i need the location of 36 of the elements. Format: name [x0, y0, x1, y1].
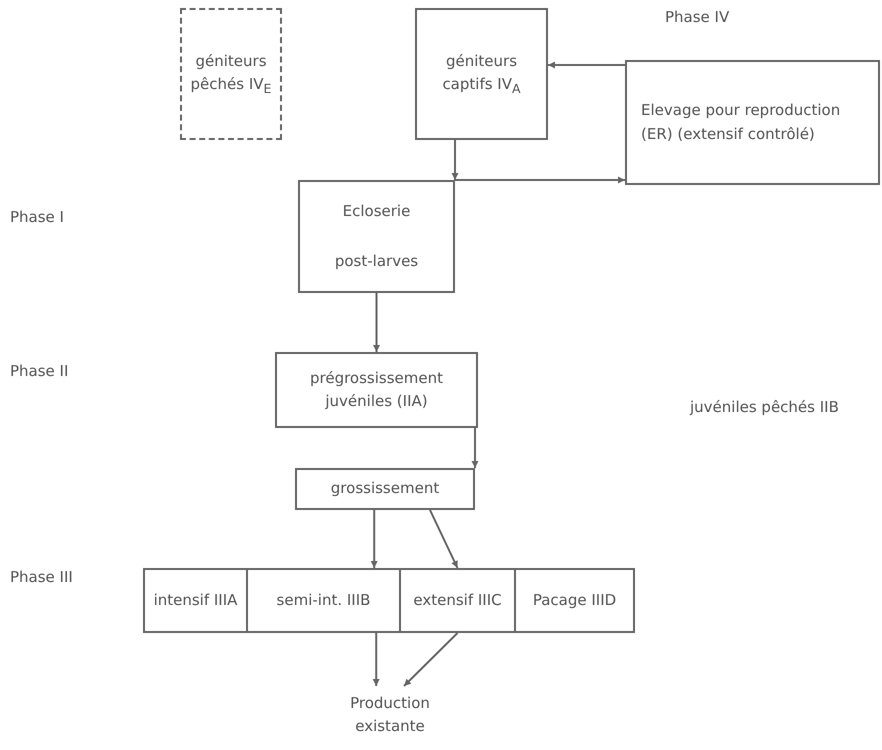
node-text: intensif IIIA: [154, 590, 238, 611]
process-box: [625, 60, 880, 185]
node-text: extensif IIIC: [413, 590, 502, 611]
node-text: Pacage IIID: [532, 590, 616, 611]
node-text: géniteurs pêchés IV$_{E}$: [190, 50, 272, 98]
arrow: [548, 62, 625, 68]
node-text: semi-int. IIIB: [276, 590, 370, 611]
phase-label: Phase IV: [665, 8, 730, 26]
process-box: [298, 180, 455, 293]
node-text: Elevage pour reproduction (ER) (extensif contrôlé): [641, 100, 842, 144]
arrow: [403, 632, 458, 687]
process-box: [295, 468, 475, 510]
process-box: [275, 352, 478, 428]
process-box: [246, 568, 401, 633]
node-text: Ecloserie: [342, 200, 410, 222]
process-box: [143, 568, 248, 633]
phase-label: Phase I: [10, 208, 64, 226]
arrow: [472, 428, 478, 468]
arrow: [455, 176, 625, 184]
phase-label: Phase II: [10, 362, 68, 380]
arrow: [370, 510, 378, 568]
node-text: Production existante: [349, 692, 431, 737]
arrow: [452, 140, 458, 180]
dashed-box: [180, 8, 282, 140]
arrow: [373, 293, 380, 352]
node-text: post-larves: [334, 251, 418, 272]
phase-label: juvéniles pêchés IIB: [690, 398, 839, 416]
arrow: [429, 510, 458, 568]
process-box: [415, 8, 548, 140]
arrow: [372, 633, 380, 686]
node-text: grossissement: [330, 478, 440, 500]
phase-label: Phase III: [10, 568, 73, 586]
process-box: [514, 568, 635, 633]
node-text: prégrossissement juvéniles (IIA): [308, 368, 444, 412]
node-text: géniteurs captifs IV$_{A}$: [441, 50, 522, 98]
process-box: [399, 568, 516, 633]
